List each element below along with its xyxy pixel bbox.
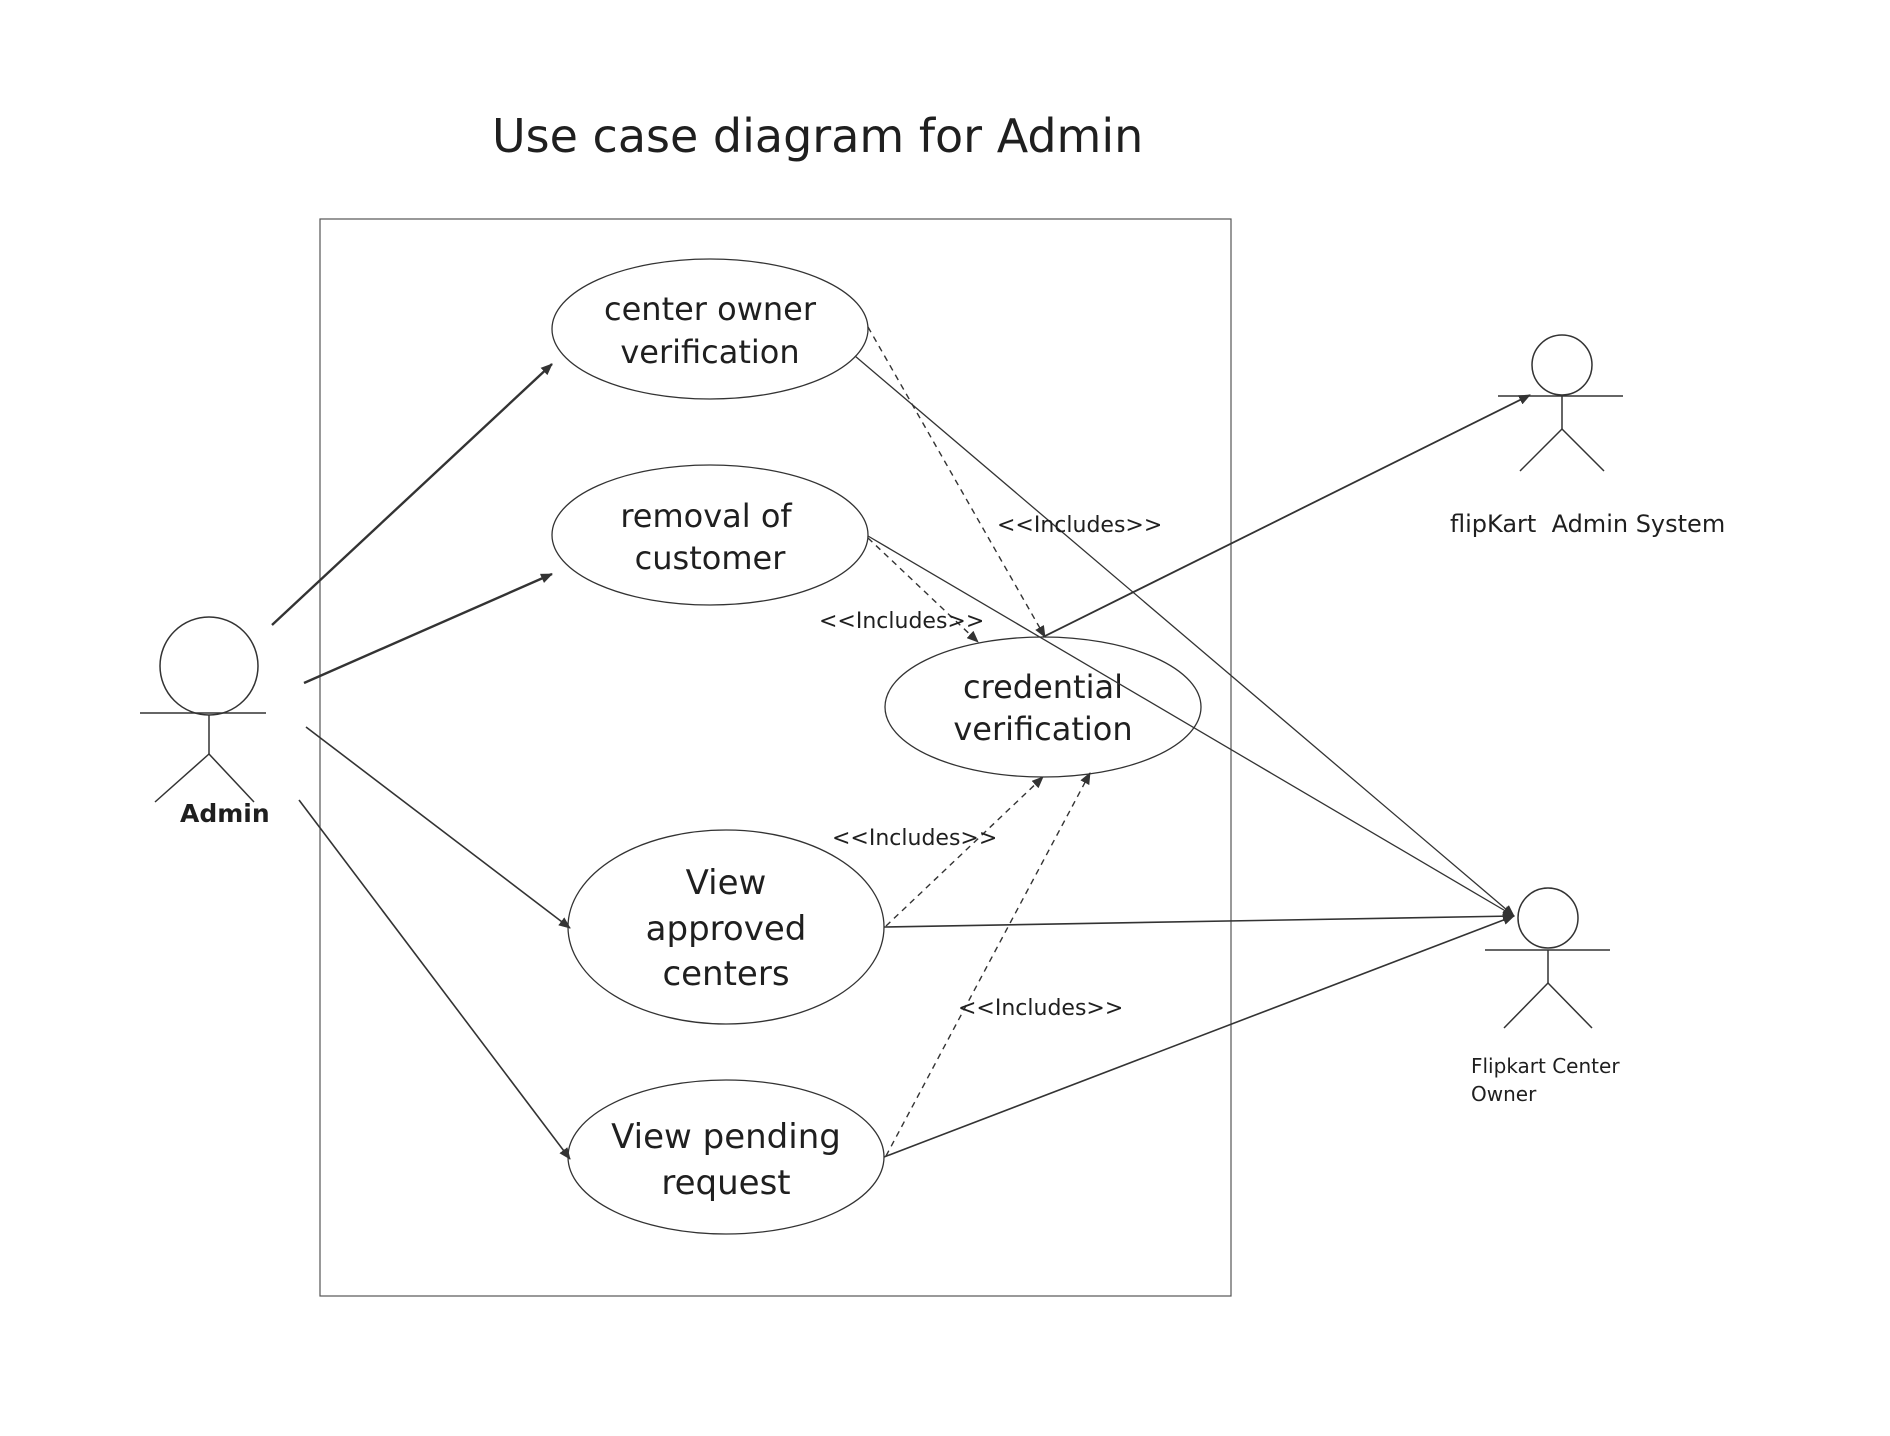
actor-admin-system-label: flipKart Admin System (1450, 510, 1725, 538)
include-label: <<Includes>> (819, 609, 984, 634)
use-case-label: verification (620, 333, 799, 371)
use-case-label: center owner (604, 290, 817, 328)
use-case-label: request (661, 1163, 790, 1203)
association-admin-pending (298, 799, 571, 1160)
association-admin-removal (303, 572, 553, 685)
actor-head (1531, 334, 1593, 396)
actor-admin-label: Admin (180, 799, 270, 828)
actor-admin[interactable]: Admin (140, 616, 270, 828)
actor-admin-system[interactable]: flipKart Admin System (1450, 334, 1725, 538)
actor-owner-label-line1: Flipkart Center (1471, 1054, 1620, 1078)
association-removal-owner (867, 535, 1515, 917)
include-approved-credential (885, 776, 1044, 927)
association-admin-center-owner (271, 363, 553, 626)
use-case-label: verification (953, 710, 1132, 748)
include-center-owner-credential (867, 326, 1046, 638)
system-boundary (319, 218, 1232, 1297)
diagram-title: Use case diagram for Admin (492, 109, 1143, 163)
use-case-view-approved-centers[interactable]: View approved centers (567, 829, 885, 1025)
use-case-label: credential (963, 668, 1123, 706)
use-case-credential-verification[interactable]: credential verification (884, 636, 1202, 778)
include-removal-credential (867, 537, 979, 643)
use-case-label: View (686, 863, 767, 903)
actor-owner-label-line2: Owner (1471, 1082, 1537, 1106)
use-case-label: approved (646, 909, 807, 949)
association-pending-owner (883, 915, 1515, 1158)
include-label: <<Includes>> (832, 826, 997, 851)
use-case-label: centers (662, 954, 789, 994)
include-label: <<Includes>> (997, 513, 1162, 538)
use-case-label: removal of (620, 497, 792, 535)
actor-head (159, 616, 259, 716)
use-case-view-pending-request[interactable]: View pending request (567, 1079, 885, 1235)
association-approved-owner (883, 911, 1515, 928)
use-case-removal-of-customer[interactable]: removal of customer (551, 464, 869, 606)
actor-center-owner[interactable]: Flipkart Center Owner (1471, 887, 1620, 1106)
include-label: <<Includes>> (958, 996, 1123, 1021)
use-case-label: View pending (611, 1117, 841, 1157)
association-credential-admin-system (1042, 394, 1531, 638)
actor-head (1517, 887, 1579, 949)
use-case-label: customer (635, 539, 787, 577)
use-case-center-owner-verification[interactable]: center owner verification (551, 258, 869, 400)
association-center-owner-verification-owner (854, 355, 1515, 917)
association-admin-approved (305, 726, 571, 929)
